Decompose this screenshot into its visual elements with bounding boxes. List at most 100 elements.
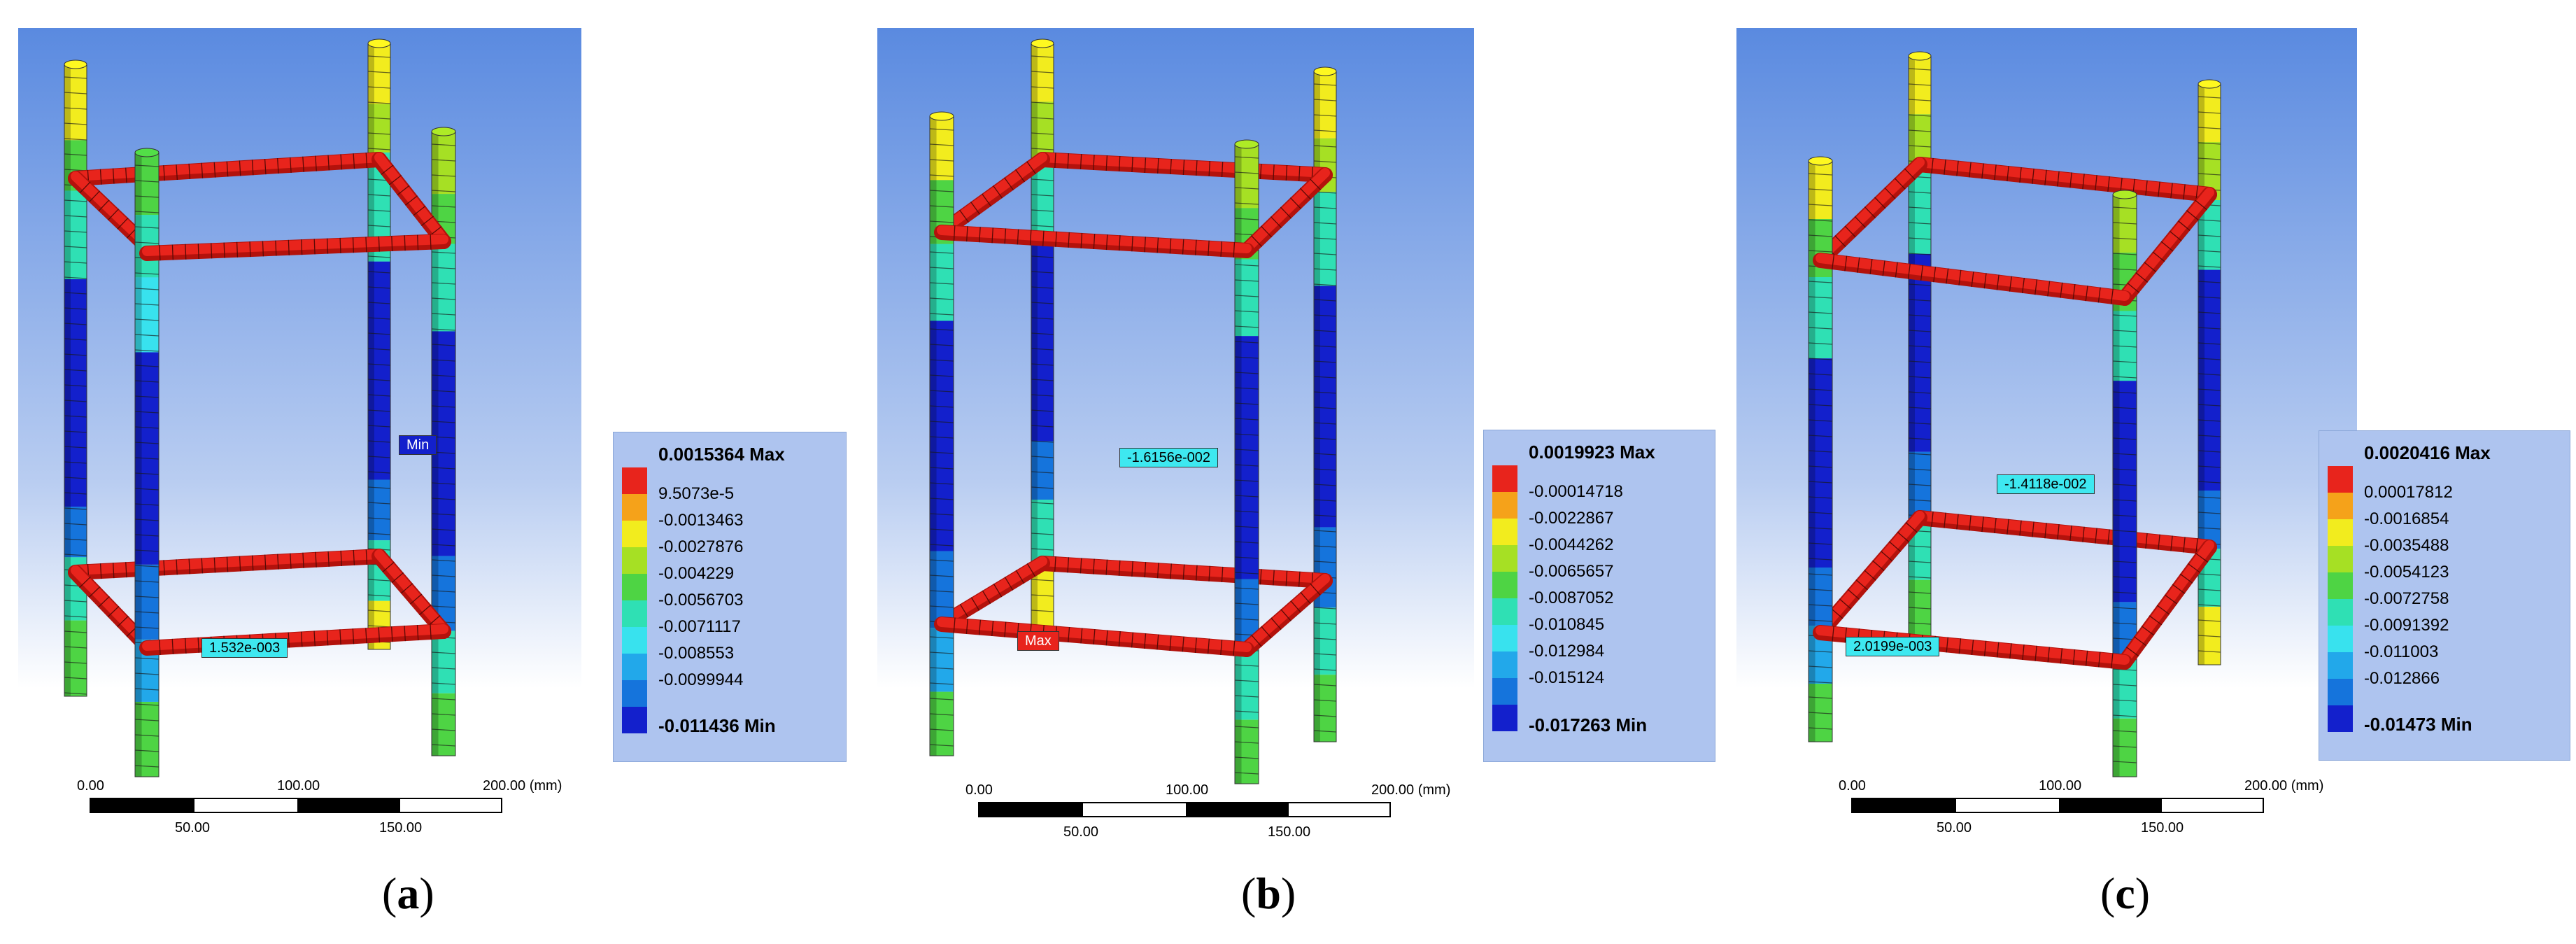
- mesh-line: [1908, 345, 1932, 348]
- mesh-line: [64, 538, 87, 541]
- legend-c: 0.0020416 Max 0.00017812-0.0016854-0.003…: [2319, 430, 2570, 761]
- legend-swatch: [2328, 679, 2353, 705]
- mesh-line: [367, 379, 391, 381]
- tie-bar-mesh: [2072, 649, 2076, 665]
- mesh-line: [1808, 435, 1833, 437]
- tie-bar-mesh: [1857, 257, 1860, 273]
- caption-b: (b): [1241, 868, 1296, 918]
- tie-bar-highlight: [1242, 168, 1330, 253]
- tie-bar-mesh: [1971, 272, 1974, 287]
- mesh-line: [134, 334, 160, 337]
- mesh-line: [1808, 527, 1833, 530]
- mesh-line: [367, 209, 391, 212]
- mesh-line: [1313, 468, 1337, 471]
- tie-bar-mesh: [965, 618, 968, 635]
- mesh-line: [929, 421, 954, 423]
- mesh-line: [1031, 579, 1054, 582]
- tie-bar-mesh: [1844, 225, 1856, 238]
- tie-bar-mesh: [1015, 169, 1025, 183]
- tie-bar-mesh: [2158, 181, 2160, 197]
- legend-swatch: [622, 547, 647, 574]
- mesh-line: [2198, 373, 2221, 376]
- column-shade: [2198, 84, 2205, 142]
- column: [929, 111, 954, 756]
- mesh-line: [1313, 222, 1337, 225]
- mesh-line: [1313, 561, 1337, 563]
- mesh-line: [134, 596, 160, 598]
- tie-bar-mesh: [302, 552, 304, 568]
- tie-bar-mesh: [188, 558, 190, 575]
- tie-bar-mesh: [88, 586, 101, 598]
- tie-bar-mesh: [1131, 236, 1133, 252]
- column-shade: [1909, 172, 1915, 254]
- mesh-line: [367, 517, 391, 520]
- mesh-line: [431, 467, 456, 470]
- tie-bar-highlight: [937, 153, 1047, 235]
- mesh-line: [431, 190, 456, 192]
- mesh-line: [1313, 360, 1337, 363]
- mesh-line: [431, 143, 456, 146]
- tie-bar-mesh: [213, 557, 216, 573]
- mesh-line: [1234, 372, 1259, 374]
- mesh-line: [431, 328, 456, 331]
- tie-bar-mesh: [1208, 565, 1211, 582]
- tie-bar-mesh: [1118, 155, 1121, 172]
- mesh-line: [367, 71, 391, 73]
- mesh-line: [134, 672, 160, 675]
- legend-max-c: 0.0020416 Max: [2364, 442, 2491, 463]
- tie-bar-mesh: [1904, 168, 1916, 181]
- tie-bar-mesh: [2107, 176, 2110, 192]
- tie-bar-mesh: [2149, 615, 2163, 626]
- mesh-line: [2112, 714, 2137, 717]
- column-shade: [64, 507, 71, 558]
- tie-bar-mesh: [1290, 600, 1301, 613]
- viewport-b: -1.6156e-002 Max 0.00 100.00 200.00 (mm)…: [877, 28, 1474, 854]
- tie-bar-mesh: [326, 238, 329, 254]
- mesh-line: [431, 251, 456, 254]
- tie-bar-mesh: [1946, 637, 1948, 653]
- mesh-line: [1313, 283, 1337, 286]
- tie-bar-mesh: [1004, 177, 1014, 190]
- legend-max-a: 0.0015364 Max: [658, 444, 785, 465]
- mesh-line: [64, 692, 87, 695]
- tie-bar-mesh: [1182, 239, 1184, 255]
- column-shade: [2198, 142, 2205, 200]
- mesh-line: [1808, 450, 1833, 453]
- mesh-line: [1234, 402, 1259, 405]
- mesh-line: [1908, 484, 1932, 486]
- column-shade: [432, 556, 439, 631]
- tie-bar-mesh: [197, 244, 199, 260]
- legend-swatch: [2328, 466, 2353, 493]
- legend-swatch: [2328, 626, 2353, 652]
- tie-bar-mesh: [1170, 158, 1172, 175]
- column-shade: [1809, 219, 1816, 277]
- tie-bar-mesh: [2047, 647, 2050, 663]
- mesh-line: [1031, 132, 1054, 135]
- mesh-line: [1313, 622, 1337, 625]
- mesh-line: [64, 230, 87, 233]
- mesh-line: [431, 282, 456, 285]
- tie-bar-mesh: [88, 190, 101, 203]
- mesh-line: [134, 734, 160, 737]
- mesh-line: [929, 328, 954, 331]
- mesh-line: [929, 467, 954, 470]
- tie-bar-mesh: [2135, 272, 2149, 283]
- mesh-line: [367, 317, 391, 320]
- legend-min-b: -0.017263 Min: [1529, 714, 1648, 735]
- legend-b: 0.0019923 Max -0.00014718-0.0022867-0.00…: [1483, 430, 1715, 762]
- mesh-line: [367, 117, 391, 120]
- mesh-line: [1908, 591, 1932, 594]
- legend-value: -0.0087052: [1529, 589, 1614, 607]
- mesh-line: [1031, 363, 1054, 366]
- tie-bar-highlight: [1915, 511, 2214, 550]
- column-cap: [134, 148, 160, 157]
- column-shade: [1809, 626, 1816, 684]
- tie-bar-highlight: [2120, 188, 2214, 301]
- tie-bar-highlight: [1816, 511, 1925, 635]
- scale-bar-c: [1851, 798, 2264, 813]
- mesh-line: [1908, 437, 1932, 440]
- tie-bar-mesh: [1271, 617, 1282, 630]
- tie-bar-mesh: [1080, 628, 1083, 644]
- mesh-line: [134, 657, 160, 660]
- mesh-line: [64, 323, 87, 325]
